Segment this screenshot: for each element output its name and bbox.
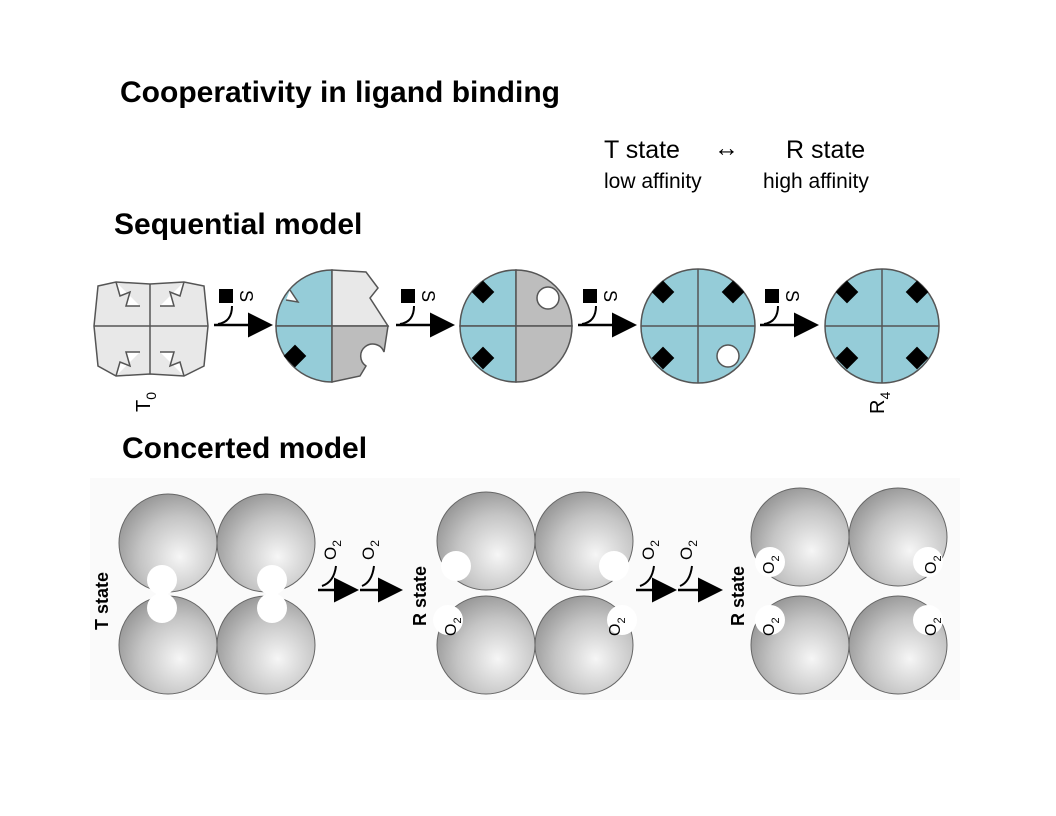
t0-label: T0 bbox=[133, 392, 159, 412]
sequential-step-4: S bbox=[760, 289, 819, 338]
complex-one-bound bbox=[275, 269, 390, 383]
legend-low-affinity: low affinity bbox=[604, 170, 702, 193]
o2-bound-4: O2 bbox=[923, 555, 944, 574]
page-title: Cooperativity in ligand binding bbox=[120, 76, 560, 109]
t-state-label: T state bbox=[92, 572, 112, 630]
svg-text:O2: O2 bbox=[359, 540, 382, 560]
o2-bound-2: O2 bbox=[607, 617, 628, 636]
svg-text:S: S bbox=[782, 290, 802, 302]
o2-bound-5: O2 bbox=[761, 617, 782, 636]
concerted-model-heading: Concerted model bbox=[122, 432, 368, 465]
svg-text:O2: O2 bbox=[677, 540, 700, 560]
svg-text:O2: O2 bbox=[321, 540, 344, 560]
complex-two-bound bbox=[459, 269, 573, 383]
sequential-model-heading: Sequential model bbox=[114, 208, 363, 241]
sequential-step-2: S bbox=[396, 289, 455, 338]
t-state-tetramer bbox=[118, 493, 316, 695]
svg-text:S: S bbox=[418, 290, 438, 302]
o2-bound-1: O2 bbox=[443, 617, 464, 636]
complex-three-bound bbox=[640, 268, 756, 384]
sequential-step-1: S bbox=[214, 289, 273, 338]
concerted-step-1: O2 O2 bbox=[318, 540, 403, 603]
legend-equilibrium-arrow: ↔ bbox=[714, 134, 739, 162]
r-state-tetramer-two-bound bbox=[433, 491, 637, 695]
concerted-step-2: O2 O2 bbox=[636, 540, 723, 603]
sequential-step-3: S bbox=[578, 289, 637, 338]
o2-bound-6: O2 bbox=[923, 617, 944, 636]
svg-text:O2: O2 bbox=[639, 540, 662, 560]
legend-r-state: R state bbox=[786, 136, 866, 164]
r-state-tetramer-four-bound bbox=[750, 487, 948, 695]
t0-complex bbox=[93, 281, 209, 377]
svg-text:S: S bbox=[600, 290, 620, 302]
r-state-label-2: R state bbox=[728, 566, 748, 626]
r4-complex bbox=[824, 268, 940, 384]
r-state-label-1: R state bbox=[410, 566, 430, 626]
legend-high-affinity: high affinity bbox=[763, 170, 869, 193]
svg-text:S: S bbox=[236, 290, 256, 302]
o2-bound-3: O2 bbox=[761, 555, 782, 574]
r4-label: R4 bbox=[867, 392, 893, 414]
legend-t-state: T state bbox=[604, 136, 680, 164]
